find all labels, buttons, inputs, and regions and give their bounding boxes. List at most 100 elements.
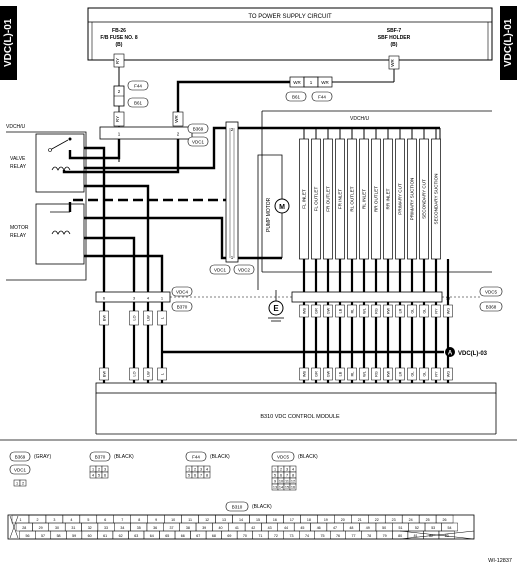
valve-label: FR OUTLET	[326, 186, 331, 212]
svg-text:VDC5: VDC5	[485, 290, 498, 295]
legend-b369-badge: B369	[15, 455, 26, 460]
wire-color-label: LO	[132, 315, 136, 320]
valve-label: PRIMARY CUT	[398, 183, 403, 215]
legend-pin: 24	[409, 518, 413, 522]
wire-color-label: GR	[314, 308, 318, 314]
legend-vdc5-badge: VDC5	[277, 455, 290, 460]
legend-pin: 10	[171, 518, 175, 522]
legend-pin: 31	[71, 526, 75, 530]
legend-pin: 8	[292, 474, 294, 478]
svg-text:B368: B368	[486, 305, 497, 310]
legend-pin: 1	[92, 468, 94, 472]
svg-text:M: M	[279, 204, 285, 211]
wire-color-label: L	[160, 317, 164, 319]
legend-pin: 62	[119, 534, 123, 538]
legend-pin: 4	[292, 468, 294, 472]
legend-pin: 48	[349, 526, 353, 530]
svg-text:WR: WR	[321, 80, 329, 85]
svg-text:VDC4: VDC4	[176, 290, 189, 295]
legend-pin: 11	[285, 480, 289, 484]
svg-text:RY: RY	[115, 58, 120, 64]
svg-text:WR: WR	[390, 59, 395, 67]
svg-text:SBF HOLDER: SBF HOLDER	[378, 35, 411, 41]
legend-pin: 25	[426, 518, 430, 522]
legend-b310-color: (BLACK)	[252, 504, 272, 510]
fuse-right-label: SBF-7 SBF HOLDER (B)	[378, 28, 411, 48]
svg-text:A: A	[448, 351, 453, 357]
legend-pin: 3	[53, 518, 55, 522]
legend-pin: 54	[448, 526, 452, 530]
wire-color-label: GW	[326, 370, 330, 377]
wire-color-label: GL	[422, 308, 426, 313]
legend-pin: 1	[188, 468, 190, 472]
legend-pin: 22	[375, 518, 379, 522]
legend-f44-badge: F44	[192, 455, 200, 460]
legend-pin: 21	[358, 518, 362, 522]
legend-pin: 1	[16, 482, 18, 486]
pin-number: 4	[147, 296, 150, 301]
svg-text:1: 1	[231, 255, 234, 260]
legend-vdc1-badge: VDC1	[14, 468, 27, 473]
legend-pin: 38	[186, 526, 190, 530]
legend-pin: 3	[104, 468, 106, 472]
legend-pin: 75	[321, 534, 325, 538]
legend-pin: 34	[120, 526, 124, 530]
wire-color-label: LW	[146, 315, 150, 321]
legend-pin: 7	[286, 474, 288, 478]
wire-color-label: RL	[350, 309, 354, 314]
valve-relay-label-1: VALVE	[10, 156, 26, 162]
wire-label-wr-top: WR	[388, 55, 400, 70]
wire-color-label: RW	[386, 370, 390, 377]
legend-pin: 58	[57, 534, 61, 538]
legend-pin: 74	[305, 534, 309, 538]
legend-pin: 82	[429, 534, 433, 538]
legend-pin: 70	[243, 534, 247, 538]
motor-relay-label-2: RELAY	[10, 233, 27, 239]
legend-pin: 56	[26, 534, 30, 538]
svg-text:F44: F44	[318, 95, 326, 100]
legend-pin: 6	[194, 474, 196, 478]
pin-number: 3	[133, 296, 136, 301]
valve-label: RR OUTLET	[374, 186, 379, 212]
legend-b370-badge: B370	[95, 455, 106, 460]
valve-label: FL INLET	[302, 189, 307, 209]
legend-pin: 66	[181, 534, 185, 538]
pump-motor-symbol	[274, 198, 290, 214]
wire-color-label: LO	[132, 371, 136, 376]
legend-pin: 43	[268, 526, 272, 530]
wire-color-label: GL	[422, 371, 426, 376]
legend-b369-color: (GRAY)	[34, 454, 51, 460]
legend-pin: 49	[366, 526, 370, 530]
svg-text:(B): (B)	[116, 42, 123, 48]
svg-text:RY: RY	[115, 116, 120, 122]
motor-relay-label-1: MOTOR	[10, 225, 29, 231]
legend-pin: 2	[280, 468, 282, 472]
connector-f44-b61-left: 2 F44 B61	[113, 80, 149, 108]
legend-pin: 2	[22, 482, 24, 486]
legend-pin: 64	[150, 534, 154, 538]
wire-color-label: GL	[410, 308, 414, 313]
valve-label: PRIMARY SUCTION	[410, 178, 415, 221]
svg-text:B370: B370	[177, 305, 188, 310]
ground-symbol: E	[268, 290, 284, 322]
legend-pin: 8	[206, 474, 208, 478]
legend-pin: 28	[22, 526, 26, 530]
svg-text:1: 1	[310, 80, 313, 85]
valve-label: RL INLET	[362, 189, 367, 209]
legend-pin: 4	[92, 474, 94, 478]
valve-label: SECONDARY SUCTION	[434, 174, 439, 225]
svg-text:WR: WR	[174, 115, 179, 123]
svg-text:B61: B61	[134, 101, 143, 106]
legend-vdc5-color: (BLACK)	[298, 454, 318, 460]
svg-text:E: E	[273, 304, 279, 313]
wire-color-label: LB	[338, 308, 342, 313]
right-vdchu-frame: VDCH/U M PUMP MOTOR	[238, 110, 492, 290]
wire-color-label: BW	[102, 371, 106, 378]
legend-pin: 29	[39, 526, 43, 530]
legend-pin: 30	[55, 526, 59, 530]
legend-f44-color: (BLACK)	[210, 454, 230, 460]
legend-pin: 1	[19, 518, 21, 522]
legend-pin: 9	[155, 518, 157, 522]
legend-pin: 14	[239, 518, 243, 522]
